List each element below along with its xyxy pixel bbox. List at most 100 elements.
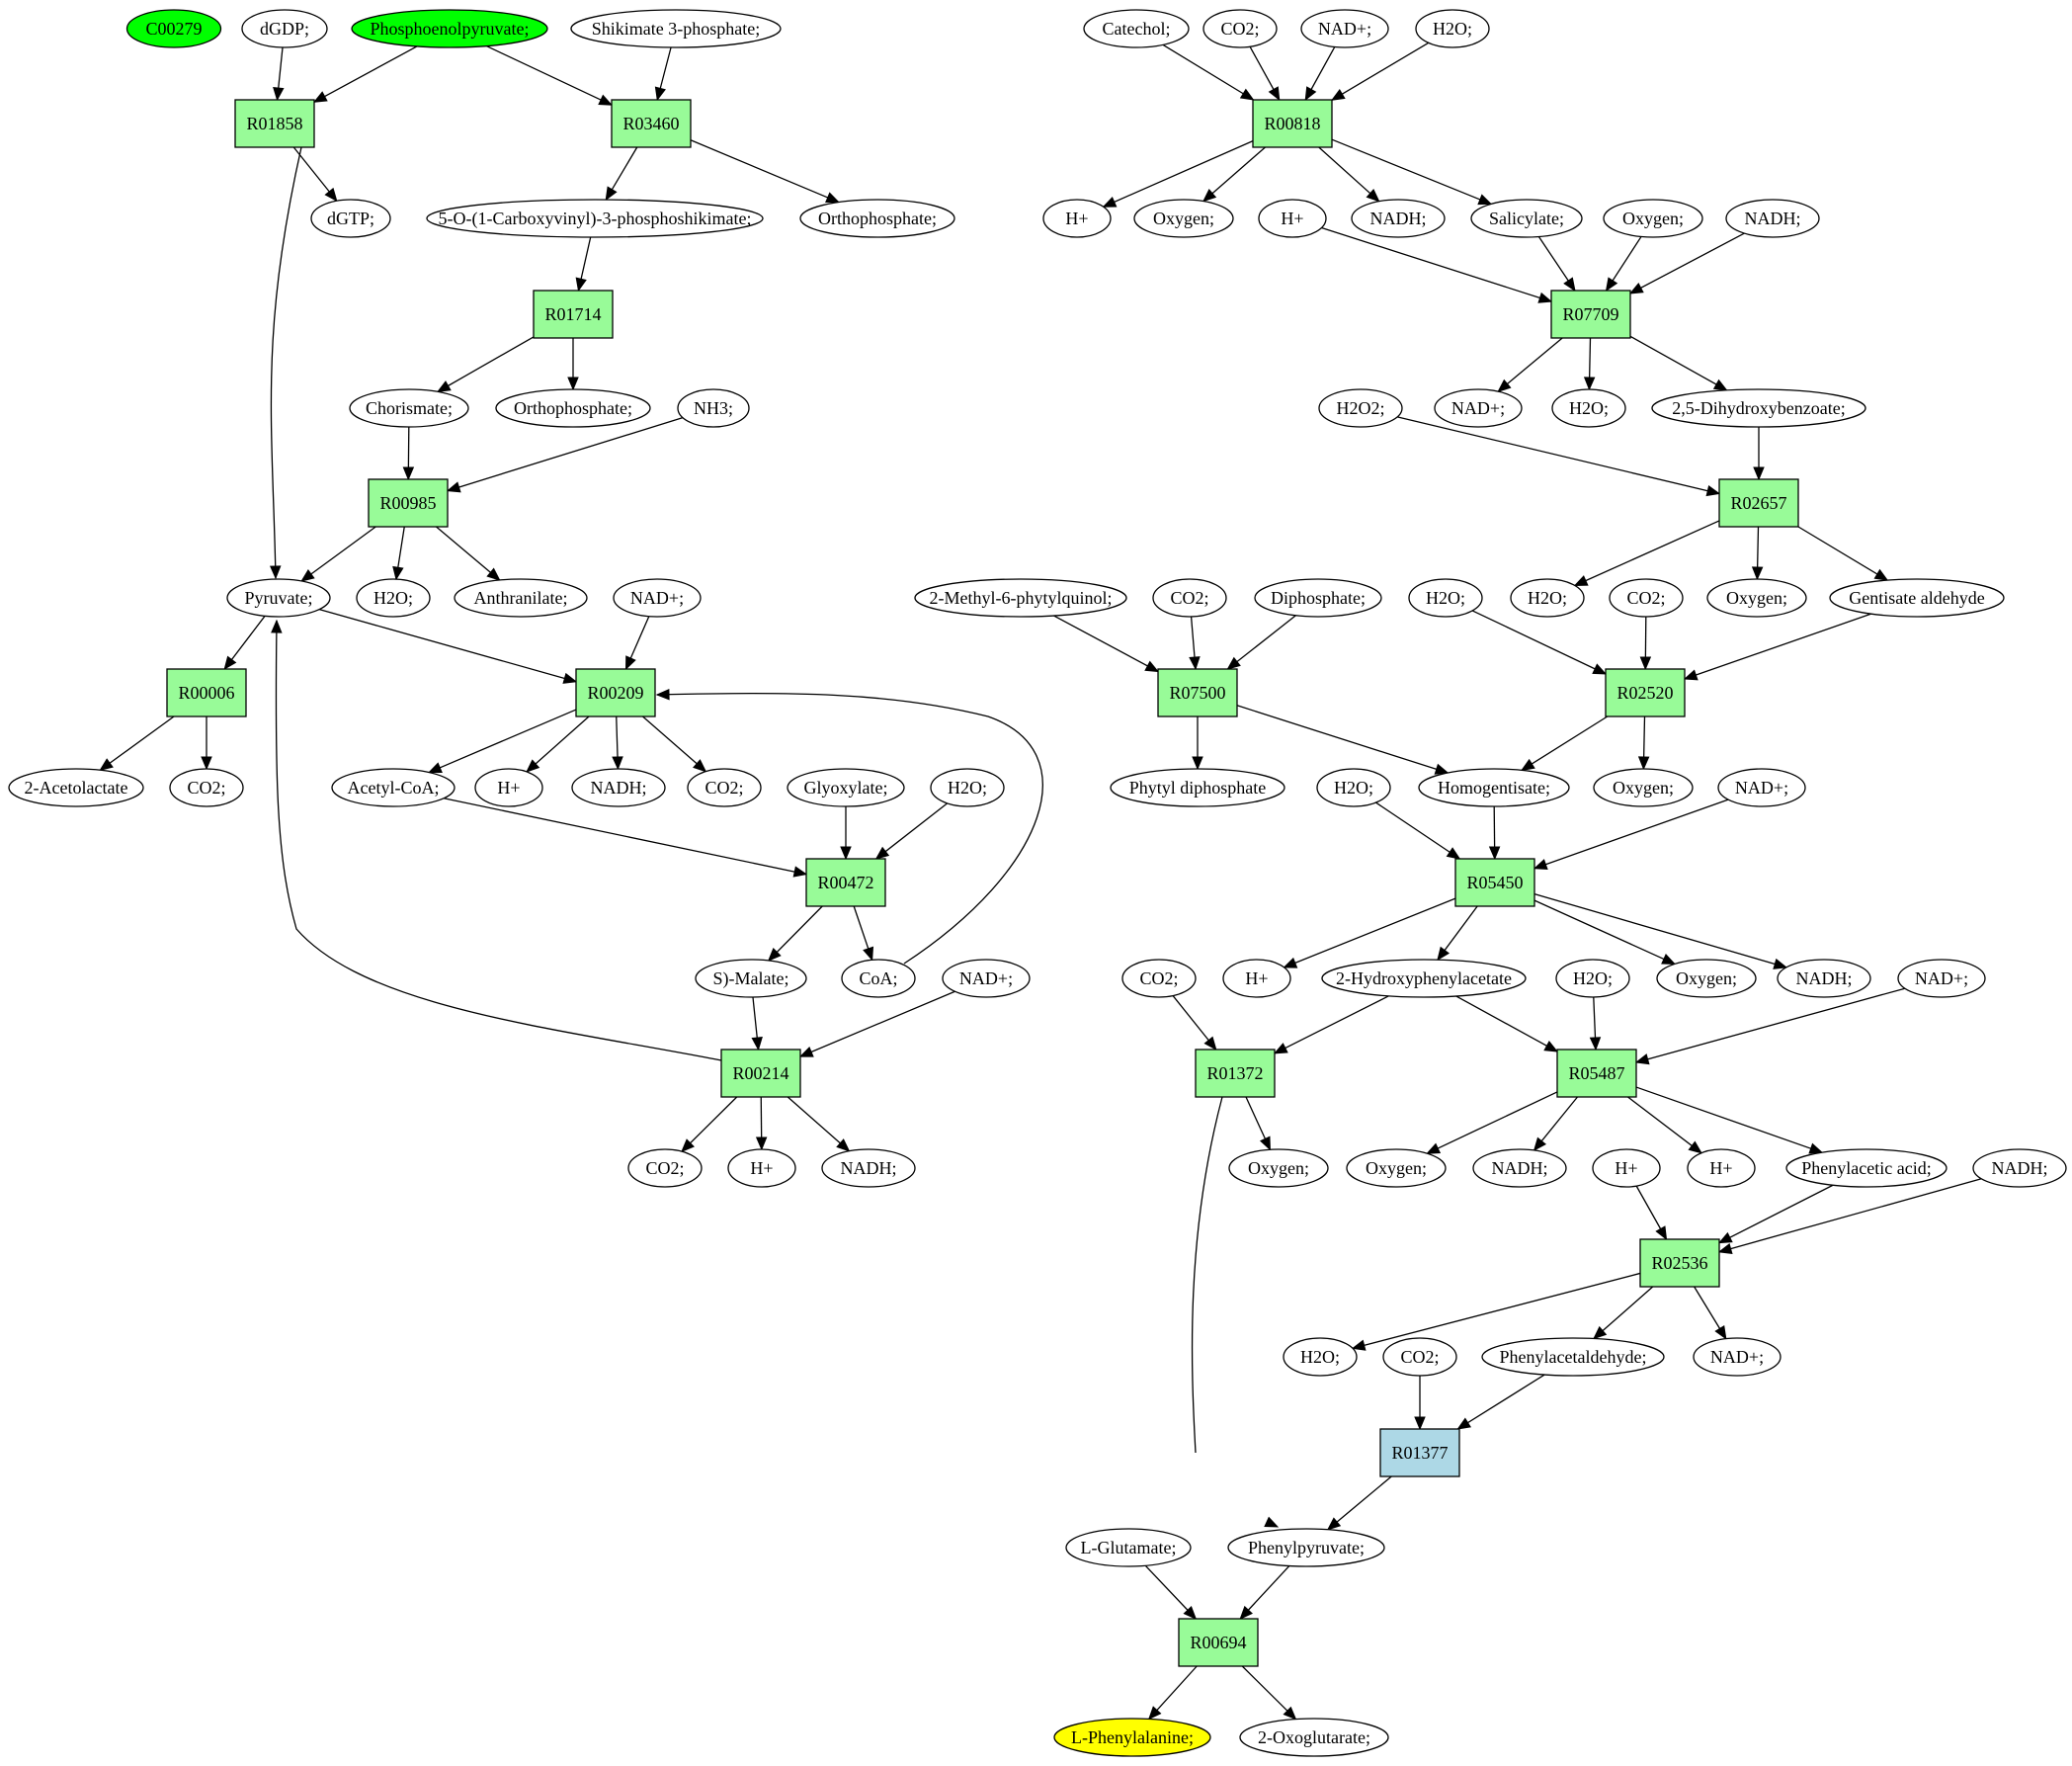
compound-node-phytylpp[interactable]: Phytyl diphosphate (1110, 768, 1285, 807)
compound-node-h2o2[interactable]: H2O2; (1318, 388, 1403, 428)
compound-node-oxoglutarate[interactable]: 2-Oxoglutarate; (1239, 1718, 1389, 1757)
compound-node-nadp_b[interactable]: NAD+; (942, 959, 1031, 998)
reaction-node-r07709[interactable]: R07709 (1550, 290, 1631, 339)
reaction-node-r00214[interactable]: R00214 (720, 1049, 801, 1098)
compound-node-shik3p[interactable]: Shikimate 3-phosphate; (570, 9, 782, 48)
compound-node-nadh_e[interactable]: NADH; (1777, 959, 1871, 998)
compound-node-diphosphate[interactable]: Diphosphate; (1254, 578, 1382, 618)
compound-node-hp_g[interactable]: H+ (1687, 1148, 1756, 1188)
compound-node-oxygen_a[interactable]: Oxygen; (1133, 199, 1234, 238)
edge-malate-to-r00214-arrowhead (751, 1036, 763, 1051)
compound-node-oxygen_c[interactable]: Oxygen; (1706, 578, 1807, 618)
reaction-node-r00694[interactable]: R00694 (1178, 1618, 1259, 1667)
compound-node-oxygen_d[interactable]: Oxygen; (1593, 768, 1694, 807)
compound-node-pi1[interactable]: Orthophosphate; (799, 199, 955, 238)
compound-node-lphe[interactable]: L-Phenylalanine; (1053, 1718, 1211, 1757)
compound-node-hp_d[interactable]: H+ (1258, 199, 1327, 238)
edge-r00985-to-h2o_a-arrowhead (392, 565, 404, 581)
compound-node-hpa[interactable]: 2-Hydroxyphenylacetate (1321, 959, 1527, 998)
compound-node-co2_a[interactable]: CO2; (169, 768, 244, 807)
compound-node-nadp_d[interactable]: NAD+; (1434, 388, 1523, 428)
compound-node-co2_h[interactable]: CO2; (1382, 1337, 1457, 1377)
compound-node-gentald[interactable]: Gentisate aldehyde (1829, 578, 2005, 618)
compound-node-acetolactate[interactable]: 2-Acetolactate (8, 768, 144, 807)
compound-node-paa[interactable]: Phenylacetic acid; (1785, 1148, 1948, 1188)
compound-node-phenylpyruvate[interactable]: Phenylpyruvate; (1227, 1528, 1385, 1567)
compound-node-dgtp[interactable]: dGTP; (310, 199, 391, 238)
reaction-node-r02520[interactable]: R02520 (1605, 668, 1686, 717)
reaction-node-r02657[interactable]: R02657 (1718, 478, 1799, 528)
compound-node-c00279[interactable]: C00279 (125, 9, 222, 48)
compound-node-co2_f[interactable]: CO2; (1609, 578, 1684, 618)
compound-node-hp_c[interactable]: H+ (1042, 199, 1112, 238)
reaction-node-r03460[interactable]: R03460 (611, 99, 692, 148)
compound-node-nadp_a[interactable]: NAD+; (613, 578, 702, 618)
compound-node-salicylate[interactable]: Salicylate; (1470, 199, 1583, 238)
reaction-node-r01377[interactable]: R01377 (1379, 1428, 1460, 1477)
reaction-node-r00006[interactable]: R00006 (166, 668, 247, 717)
compound-node-h2o_g[interactable]: H2O; (1316, 768, 1391, 807)
compound-node-pyruvate[interactable]: Pyruvate; (226, 578, 331, 618)
compound-node-h2o_d[interactable]: H2O; (1551, 388, 1626, 428)
reaction-node-r00818[interactable]: R00818 (1252, 99, 1333, 148)
compound-node-h2o_c[interactable]: H2O; (1415, 9, 1490, 48)
compound-node-nadh_b[interactable]: NADH; (821, 1148, 916, 1188)
compound-node-dgdp[interactable]: dGDP; (241, 9, 328, 48)
compound-node-nadh_g[interactable]: NADH; (1972, 1148, 2067, 1188)
compound-node-h2o_b[interactable]: H2O; (930, 768, 1005, 807)
reaction-node-r01372[interactable]: R01372 (1195, 1049, 1276, 1098)
compound-node-co2_g[interactable]: CO2; (1121, 959, 1197, 998)
compound-node-co2_e[interactable]: CO2; (1152, 578, 1227, 618)
compound-node-nadh_f[interactable]: NADH; (1472, 1148, 1567, 1188)
reaction-node-r00985[interactable]: R00985 (368, 478, 449, 528)
compound-node-co2_b[interactable]: CO2; (687, 768, 762, 807)
reaction-node-r01858[interactable]: R01858 (234, 99, 315, 148)
reaction-node-r05450[interactable]: R05450 (1454, 858, 1535, 907)
compound-node-hp_a[interactable]: H+ (474, 768, 543, 807)
compound-node-nadp_f[interactable]: NAD+; (1897, 959, 1986, 998)
compound-node-coa[interactable]: CoA; (841, 959, 916, 998)
compound-node-nadp_g[interactable]: NAD+; (1693, 1337, 1782, 1377)
compound-node-hp_f[interactable]: H+ (1592, 1148, 1661, 1188)
reaction-node-r00472[interactable]: R00472 (805, 858, 886, 907)
compound-node-co2_c[interactable]: CO2; (627, 1148, 703, 1188)
reaction-node-r02536[interactable]: R02536 (1639, 1238, 1720, 1288)
compound-node-hp_e[interactable]: H+ (1222, 959, 1291, 998)
compound-node-nadp_c[interactable]: NAD+; (1300, 9, 1389, 48)
compound-node-glyoxylate[interactable]: Glyoxylate; (787, 768, 905, 807)
compound-node-chorismate[interactable]: Chorismate; (349, 388, 469, 428)
compound-node-oxygen_f[interactable]: Oxygen; (1228, 1148, 1329, 1188)
compound-node-anthranilate[interactable]: Anthranilate; (454, 578, 588, 618)
compound-node-mpq[interactable]: 2-Methyl-6-phytylquinol; (914, 578, 1127, 618)
compound-node-malate[interactable]: S)-Malate; (695, 959, 807, 998)
compound-node-nadh_d[interactable]: NADH; (1725, 199, 1820, 238)
reaction-node-r07500[interactable]: R07500 (1157, 668, 1238, 717)
compound-node-nadh_c[interactable]: NADH; (1351, 199, 1446, 238)
compound-node-pald[interactable]: Phenylacetaldehyde; (1481, 1337, 1665, 1377)
compound-node-oxygen_b[interactable]: Oxygen; (1603, 199, 1703, 238)
compound-node-cvps[interactable]: 5-O-(1-Carboxyvinyl)-3-phosphoshikimate; (426, 199, 764, 238)
compound-node-co2_d[interactable]: CO2; (1202, 9, 1278, 48)
compound-node-accoa[interactable]: Acetyl-CoA; (331, 768, 456, 807)
compound-node-dhb[interactable]: 2,5-Dihydroxybenzoate; (1651, 388, 1866, 428)
compound-node-nh3[interactable]: NH3; (677, 388, 750, 428)
compound-node-h2o_h[interactable]: H2O; (1555, 959, 1630, 998)
compound-node-lglu[interactable]: L-Glutamate; (1065, 1528, 1192, 1567)
compound-node-catechol[interactable]: Catechol; (1083, 9, 1190, 48)
compound-node-homogentisate[interactable]: Homogentisate; (1418, 768, 1570, 807)
compound-node-h2o_i[interactable]: H2O; (1283, 1337, 1358, 1377)
compound-node-nadh_a[interactable]: NADH; (571, 768, 666, 807)
compound-node-hp_b[interactable]: H+ (727, 1148, 796, 1188)
compound-node-oxygen_g[interactable]: Oxygen; (1346, 1148, 1447, 1188)
compound-node-h2o_e[interactable]: H2O; (1408, 578, 1483, 618)
compound-node-oxygen_e[interactable]: Oxygen; (1656, 959, 1757, 998)
compound-node-h2o_a[interactable]: H2O; (356, 578, 431, 618)
reaction-node-r01714[interactable]: R01714 (533, 290, 614, 339)
reaction-node-r05487[interactable]: R05487 (1556, 1049, 1637, 1098)
reaction-node-r00209[interactable]: R00209 (575, 668, 656, 717)
compound-node-h2o_f[interactable]: H2O; (1510, 578, 1585, 618)
edge-nadh_g-to-r02536 (1717, 1178, 1982, 1255)
compound-node-nadp_e[interactable]: NAD+; (1717, 768, 1806, 807)
compound-node-pi2[interactable]: Orthophosphate; (495, 388, 651, 428)
compound-node-pep[interactable]: Phosphoenolpyruvate; (351, 9, 548, 48)
